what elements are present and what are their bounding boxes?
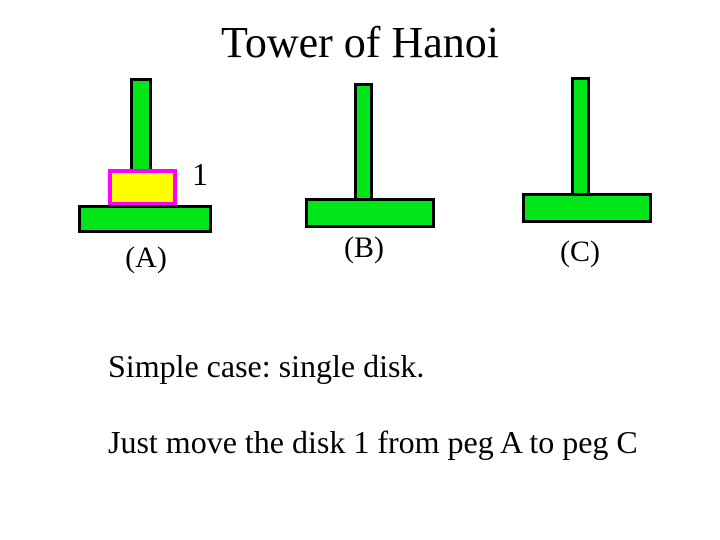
peg-c-rod <box>571 77 590 197</box>
peg-c-base <box>522 193 652 223</box>
body-text-line-2: Just move the disk 1 from peg A to peg C <box>108 424 638 460</box>
peg-b-rod <box>354 83 373 202</box>
peg-a-base <box>78 205 212 233</box>
slide-title: Tower of Hanoi <box>221 18 499 67</box>
peg-a-disk-1 <box>108 169 177 206</box>
peg-a-rod <box>130 78 152 174</box>
disk-1-number-label: 1 <box>192 156 208 192</box>
peg-b-label: (B) <box>344 231 384 264</box>
peg-a-label: (A) <box>125 241 167 274</box>
peg-b-base <box>305 198 435 228</box>
peg-c-label: (C) <box>560 235 600 268</box>
body-text-line-1: Simple case: single disk. <box>108 348 425 384</box>
